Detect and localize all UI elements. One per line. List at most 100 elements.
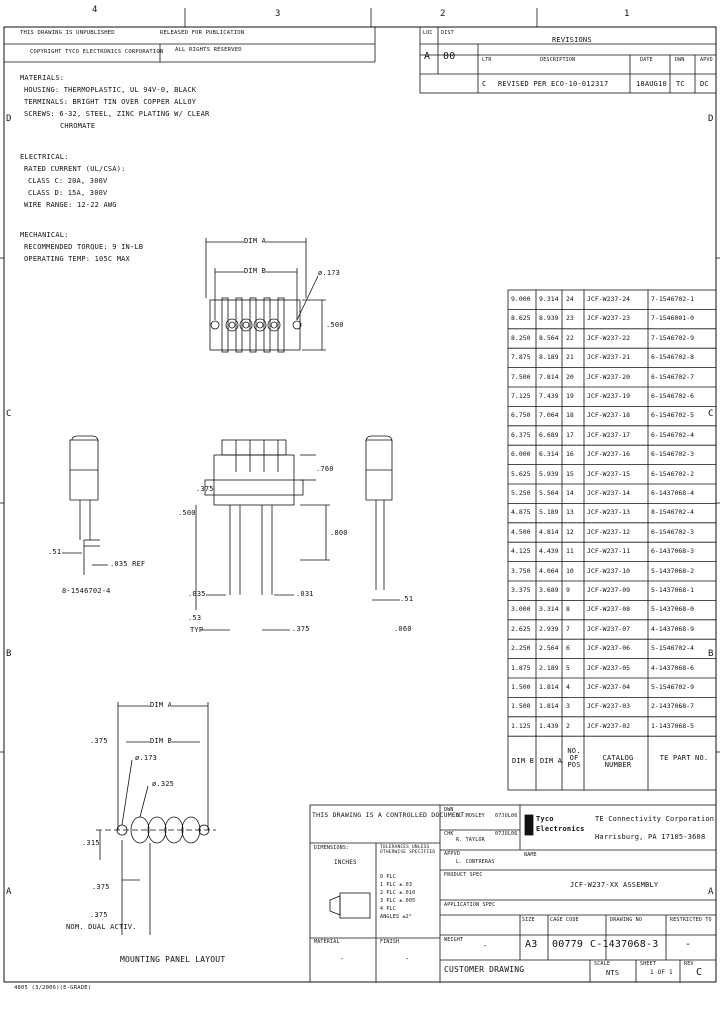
- table-cell-pn: 6-1437068-3: [651, 547, 695, 556]
- tb-date1: 07JUL06: [495, 813, 518, 819]
- table-cell-cat: JCF-W237-19: [587, 392, 631, 400]
- electrical-line: WIRE RANGE: 12-22 AWG: [24, 201, 117, 209]
- table-cell-a: 1.439: [539, 721, 559, 730]
- zone-label: D: [708, 114, 714, 124]
- tb-customer-drawing: CUSTOMER DRAWING: [444, 965, 525, 974]
- table-header-cat: CATALOG NUMBER: [602, 754, 634, 769]
- table-cell-pos: 21: [566, 353, 574, 362]
- table-cell-pos: 22: [566, 333, 574, 342]
- table-cell-a: 1.814: [539, 683, 559, 691]
- table-cell-pn: 6-1546702-2: [651, 469, 695, 478]
- tb-logo-line1: Tyco: [536, 815, 554, 823]
- tb-scale-value: NTS: [606, 969, 620, 977]
- side-view-body: [365, 439, 393, 501]
- table-cell-cat: JCF-W237-02: [587, 721, 631, 730]
- top-view-body: [209, 299, 301, 351]
- rev-row-ltr: C: [482, 80, 487, 88]
- zone-label: 3: [275, 9, 281, 19]
- table-cell-pn: 5-1437068-2: [651, 566, 695, 575]
- rev-loc-value: A: [424, 51, 431, 62]
- form-number: 4805 (3/2006)(E-GRADE): [14, 985, 92, 991]
- table-cell-pn: 4-1437068-9: [651, 624, 695, 633]
- tb-rev-label: REV: [684, 961, 694, 967]
- dim-060: .060: [394, 625, 412, 633]
- tb-sketch: [329, 895, 341, 916]
- tb-dims-value: INCHES: [334, 859, 357, 866]
- table-cell-a: 5.189: [539, 508, 559, 517]
- table-cell-pos: 24: [566, 295, 574, 303]
- table-cell-cat: JCF-W237-11: [587, 547, 631, 556]
- rev-col-dwn: DWN: [675, 57, 685, 63]
- table-cell-pos: 2: [566, 721, 570, 730]
- table-cell-b: 7.125: [511, 392, 531, 400]
- top-view-screw-inner: [228, 321, 236, 329]
- top-view-screw: [239, 318, 253, 332]
- table-cell-b: 6.750: [511, 411, 531, 420]
- mechanical-title: MECHANICAL:: [20, 231, 69, 239]
- notice-line: COPYRIGHT TYCO ELECTRONICS CORPORATION: [30, 49, 164, 55]
- table-cell-cat: JCF-W237-06: [587, 644, 631, 653]
- dim-51r: .51: [400, 595, 414, 603]
- tb-appvd-value: L. CONTRERAS: [456, 859, 495, 865]
- top-view-screw: [267, 318, 281, 332]
- table-cell-pos: 23: [566, 314, 574, 323]
- tb-tol-row: 0 PLC: [380, 874, 397, 880]
- electrical-line: CLASS C: 20A, 300V: [28, 177, 108, 185]
- table-cell-pos: 9: [566, 586, 570, 594]
- table-cell-b: 7.875: [511, 353, 531, 362]
- tb-restricted-value: -: [685, 939, 692, 950]
- table-cell-a: 2.939: [539, 624, 559, 633]
- tb-tol-label: TOLERANCES UNLESS OTHERWISE SPECIFIED: [380, 845, 436, 855]
- table-cell-pn: 6-1546702-5: [651, 411, 695, 420]
- panel-leader: [139, 785, 149, 818]
- rev-col-desc: DESCRIPTION: [540, 57, 576, 63]
- table-cell-a: 4.814: [539, 527, 559, 536]
- table-cell-pn: 6-1437068-4: [651, 489, 695, 497]
- table-cell-b: 3.000: [511, 605, 531, 614]
- rev-loc-label: LOC: [423, 30, 433, 36]
- table-cell-pos: 14: [566, 489, 574, 497]
- tb-prod-spec: PRODUCT SPEC: [444, 872, 483, 878]
- table-header-pos: NO. OF POS: [567, 747, 581, 769]
- table-cell-pn: 7-1546001-0: [651, 314, 695, 323]
- table-cell-b: 8.250: [511, 333, 531, 342]
- controlled-doc: THIS DRAWING IS A CONTROLLED DOCUMENT.: [312, 811, 469, 819]
- table-cell-a: 2.189: [539, 663, 559, 672]
- electrical-line: CLASS D: 15A, 300V: [28, 189, 108, 197]
- dim-035-ref: .035 REF: [110, 560, 146, 568]
- tb-sketch: [339, 892, 371, 919]
- table-cell-pos: 5: [566, 663, 570, 672]
- table-cell-pos: 16: [566, 450, 574, 459]
- table-cell-cat: JCF-W237-10: [587, 566, 631, 575]
- tb-finish-value: -: [405, 955, 410, 963]
- table-cell-pos: 17: [566, 430, 574, 439]
- side-view-body: [69, 439, 99, 501]
- rev-row-date: 18AUG10: [636, 80, 667, 88]
- dim-035: .035: [188, 590, 206, 598]
- dim-b-label: DIM B: [244, 267, 267, 275]
- electrical-line: RATED CURRENT (UL/CSA):: [24, 165, 126, 173]
- table-cell-pos: 12: [566, 527, 574, 536]
- top-view-barrier: [263, 297, 271, 353]
- table-cell-pos: 19: [566, 392, 574, 400]
- rev-col-ltr: LTR: [482, 57, 492, 63]
- table-cell-a: 5.939: [539, 469, 559, 478]
- table-cell-pn: 5-1437068-0: [651, 605, 695, 614]
- table-cell-b: 2.250: [511, 644, 531, 653]
- panel-dim-375c: .375: [92, 883, 110, 891]
- rev-col-date: DATE: [640, 57, 653, 63]
- tb-date2: 07JUL06: [495, 831, 518, 837]
- table-cell-b: 8.625: [511, 314, 531, 323]
- top-view-barrier: [221, 297, 229, 353]
- table-cell-b: 5.625: [511, 469, 531, 478]
- table-cell-b: 1.500: [511, 683, 531, 691]
- tb-dwn-label: DWN: [444, 807, 454, 813]
- side-view-left: [62, 435, 108, 575]
- table-cell-a: 4.064: [539, 566, 559, 575]
- electrical-title: ELECTRICAL:: [20, 153, 69, 161]
- table-cell-b: 7.500: [511, 372, 531, 381]
- table-cell-a: 7.814: [539, 372, 559, 381]
- panel-dim-b-label: DIM B: [150, 737, 173, 745]
- table-cell-pn: 6-1546702-8: [651, 353, 695, 362]
- tb-sheet-value: 1 OF 1: [650, 969, 673, 976]
